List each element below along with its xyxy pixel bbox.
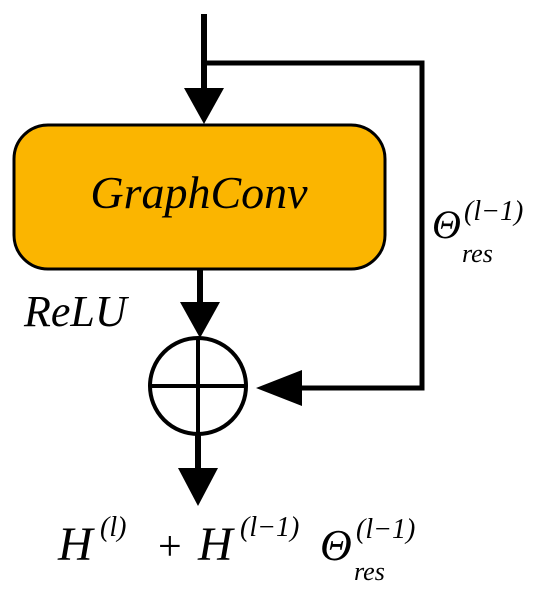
output-arrow — [178, 434, 218, 506]
residual-superscript: (l−1) — [464, 196, 523, 227]
residual-connection — [204, 60, 425, 406]
add-operator — [148, 336, 248, 436]
residual-weight-label: Θ (l−1) res — [432, 196, 523, 268]
output-theta-sub: res — [354, 557, 385, 586]
output-h1: H — [57, 518, 95, 571]
input-arrow — [184, 14, 224, 124]
output-plus: + — [158, 524, 182, 570]
residual-subscript: res — [462, 239, 493, 268]
output-theta-sup: (l−1) — [356, 514, 415, 545]
relu-arrowhead — [180, 302, 220, 338]
relu-label: ReLU — [23, 287, 130, 336]
input-arrowhead — [184, 88, 224, 124]
residual-theta: Θ — [432, 202, 461, 247]
output-h2: H — [197, 518, 235, 571]
output-sup-l-minus-1: (l−1) — [240, 512, 299, 543]
graphconv-label: GraphConv — [90, 167, 308, 218]
output-expression: H (l) + H (l−1) Θ (l−1) res — [57, 512, 415, 586]
output-sup-l: (l) — [100, 512, 126, 543]
output-arrowhead — [178, 468, 218, 506]
graphconv-block: GraphConv — [12, 123, 387, 271]
relu-arrow — [180, 269, 220, 338]
output-theta: Θ — [320, 521, 352, 570]
residual-arrowhead — [256, 370, 302, 406]
